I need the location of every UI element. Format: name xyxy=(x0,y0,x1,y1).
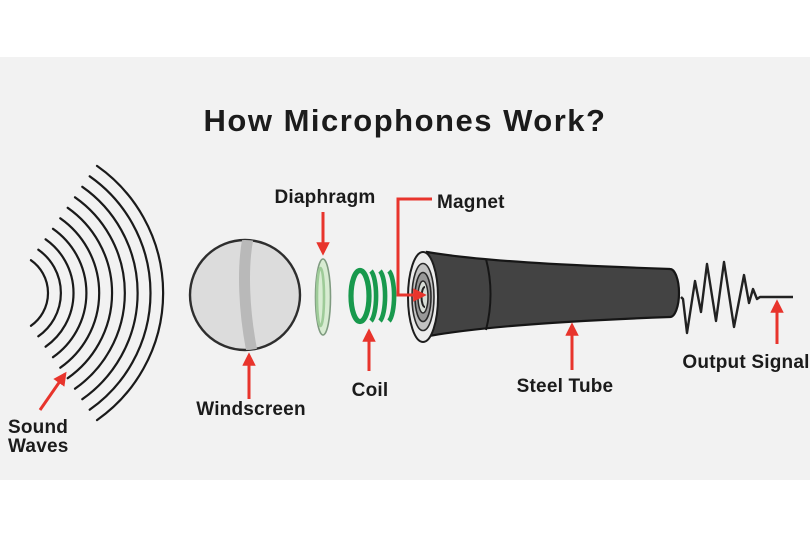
magnet-elbow-arrow-icon xyxy=(396,197,432,302)
sound-wave-arc xyxy=(88,175,152,411)
steel-tube-label: Steel Tube xyxy=(517,376,614,397)
sound-wave-arc xyxy=(95,164,165,422)
windscreen-stripe xyxy=(239,240,258,350)
windscreen xyxy=(188,238,302,352)
diaphragm-inner-shade xyxy=(315,266,326,328)
pointer-arrows xyxy=(38,197,784,411)
sound-wave-arc xyxy=(66,206,114,380)
diaphragm xyxy=(314,258,332,336)
coil xyxy=(348,267,397,325)
magnet-label: Magnet xyxy=(437,192,505,213)
sound-waves-label-line1: Sound xyxy=(8,417,68,438)
windscreen-label: Windscreen xyxy=(196,399,306,420)
sound-wave-arc xyxy=(51,227,88,359)
output-signal-waveform xyxy=(680,260,793,335)
steel-tube xyxy=(407,250,681,343)
coil-turn xyxy=(369,269,379,323)
diaphragm-label: Diaphragm xyxy=(274,187,375,208)
steel-tube-body xyxy=(425,250,681,338)
output-signal-label: Output Signal xyxy=(682,352,809,373)
sound-waves xyxy=(29,164,165,422)
coil-front-loop xyxy=(348,267,372,325)
sound-wave-arc xyxy=(81,185,139,401)
sound-wave-arc xyxy=(44,238,75,348)
sound-waves-arrow-icon xyxy=(38,371,67,411)
magnet-core xyxy=(417,280,429,314)
page-title: How Microphones Work? xyxy=(204,103,607,138)
sound-wave-arc xyxy=(73,196,126,390)
sound-wave-arc xyxy=(59,217,101,369)
sound-wave-arc xyxy=(37,248,62,338)
steel-tube-seam xyxy=(485,258,492,331)
sound-waves-label-line2: Waves xyxy=(8,436,69,457)
sound-wave-arc xyxy=(29,259,50,327)
coil-turn xyxy=(387,269,397,323)
magnet-front-face xyxy=(407,251,439,343)
coil-turn xyxy=(378,269,388,323)
coil-label: Coil xyxy=(352,380,389,401)
